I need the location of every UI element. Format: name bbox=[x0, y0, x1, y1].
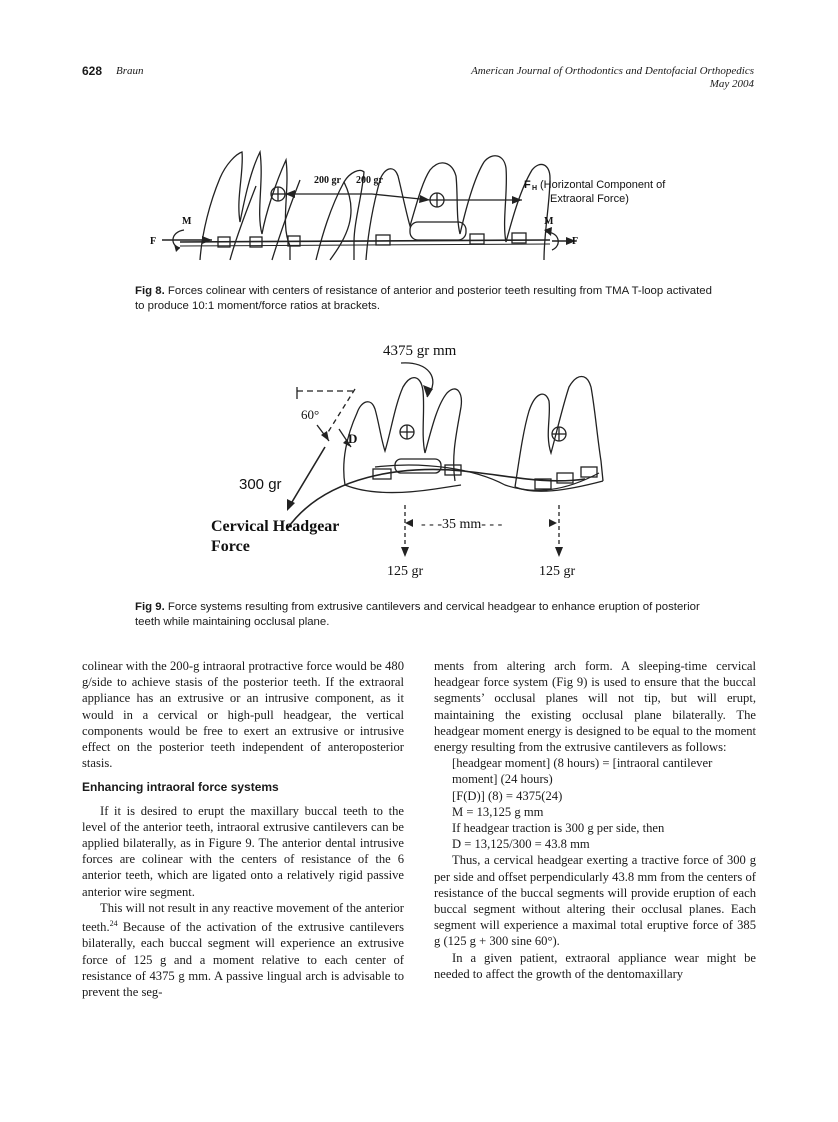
journal-date: May 2004 bbox=[709, 78, 754, 90]
label-distance: - - -35 mm- - - bbox=[421, 517, 503, 532]
label-f-right: F bbox=[572, 236, 578, 247]
equation: [headgear moment] (8 hours) = [intraoral… bbox=[452, 756, 713, 787]
force-arrow-125-right bbox=[555, 547, 563, 557]
label-fh-text: (Horizontal Component of bbox=[540, 179, 666, 191]
buccal-segment-left bbox=[343, 377, 463, 486]
center-of-resistance-left bbox=[399, 424, 415, 440]
label-200gr-right: 200 gr bbox=[356, 175, 384, 186]
label-headgear-force: Force bbox=[211, 538, 250, 555]
label-d: D bbox=[348, 431, 357, 446]
running-author: Braun bbox=[116, 65, 144, 77]
body-column-right: ments from altering arch form. A sleepin… bbox=[434, 658, 756, 982]
figure-8-caption: Fig 8. Forces colinear with centers of r… bbox=[135, 284, 715, 314]
page-number: 628 bbox=[82, 64, 103, 78]
equation: If headgear traction is 300 g per side, … bbox=[452, 821, 665, 836]
posterior-teeth-outline bbox=[365, 155, 551, 261]
paragraph: Thus, a cervical headgear exerting a tra… bbox=[434, 853, 756, 949]
center-of-resistance-posterior bbox=[429, 192, 445, 208]
premolar-outline bbox=[315, 169, 365, 261]
buccal-tube-left bbox=[394, 458, 442, 474]
archwire bbox=[179, 239, 551, 243]
reference-superscript: 24 bbox=[109, 919, 118, 929]
buccal-segment-right bbox=[514, 375, 604, 488]
figure-9-label: Fig 9. bbox=[135, 601, 165, 613]
tube bbox=[409, 221, 467, 241]
paragraph: In a given patient, extraoral appliance … bbox=[434, 950, 756, 981]
force-arrow-125-left bbox=[401, 547, 409, 557]
label-f-left: F bbox=[150, 236, 156, 247]
label-angle: 60° bbox=[301, 407, 319, 422]
paragraph-text: This will not result in any reactive mov… bbox=[82, 900, 404, 935]
center-of-resistance-right bbox=[551, 426, 567, 442]
label-force-125-left: 125 gr bbox=[387, 564, 424, 579]
paragraph: ments from altering arch form. A sleepin… bbox=[434, 659, 756, 755]
paragraph: colinear with the 200-g intraoral protra… bbox=[82, 659, 404, 771]
label-fh-text2: Extraoral Force) bbox=[550, 193, 629, 205]
section-heading: Enhancing intraoral force systems bbox=[82, 780, 279, 795]
label-m-left: M bbox=[182, 216, 192, 227]
figure-9-caption: Fig 9. Force systems resulting from extr… bbox=[135, 600, 715, 630]
headgear-bow bbox=[286, 468, 586, 530]
figure-8-caption-text: Forces colinear with centers of resistan… bbox=[135, 285, 712, 312]
anterior-teeth-outline bbox=[199, 149, 291, 261]
equation: D = 13,125/300 = 43.8 mm bbox=[452, 837, 590, 852]
body-column-left: colinear with the 200-g intraoral protra… bbox=[82, 658, 404, 1000]
equation: [F(D)] (8) = 4375(24) bbox=[452, 788, 563, 803]
label-headgear: Cervical Headgear bbox=[211, 518, 339, 535]
paragraph: This will not result in any reactive mov… bbox=[82, 900, 404, 1000]
label-fh: F bbox=[524, 179, 531, 191]
label-200gr-left: 200 gr bbox=[314, 175, 342, 186]
paragraph: If it is desired to erupt the maxillary … bbox=[82, 803, 404, 899]
label-moment: 4375 gr mm bbox=[383, 343, 457, 359]
center-of-resistance-anterior bbox=[270, 186, 286, 202]
journal-title: American Journal of Orthodontics and Den… bbox=[471, 65, 754, 77]
buccal-tube-right bbox=[534, 478, 552, 490]
label-force-125-right: 125 gr bbox=[539, 564, 576, 579]
running-journal: American Journal of Orthodontics and Den… bbox=[471, 65, 754, 91]
bracket bbox=[217, 236, 231, 248]
paragraph-text: Because of the activation of the extrusi… bbox=[82, 920, 404, 1000]
force-arrow-300 bbox=[288, 446, 326, 508]
label-m-right: M bbox=[544, 216, 554, 227]
label-force-300: 300 gr bbox=[239, 476, 282, 493]
figure-8-label: Fig 8. bbox=[135, 285, 165, 297]
label-fh-sub: H bbox=[532, 185, 537, 192]
figure-8-diagram: 200 gr 200 gr F H (Horizontal Component … bbox=[150, 149, 666, 261]
figure-9-caption-text: Force systems resulting from extrusive c… bbox=[135, 601, 700, 628]
equation: M = 13,125 g mm bbox=[452, 804, 544, 819]
figure-9-diagram: 4375 gr mm 60° D 300 gr Cervical Headgea… bbox=[211, 343, 604, 579]
